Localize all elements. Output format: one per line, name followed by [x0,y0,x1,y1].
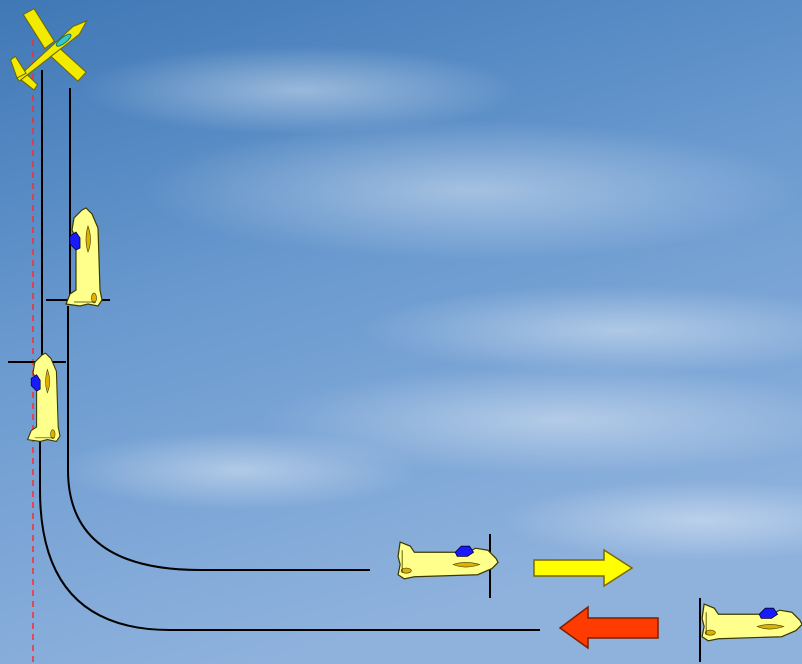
red-arrow-left-icon [558,605,659,650]
yellow-arrow-right-icon [533,548,634,588]
cloud-haze [60,45,802,560]
aerobatic-plane-photo-icon [10,8,88,91]
inner-flight-path [67,88,370,571]
